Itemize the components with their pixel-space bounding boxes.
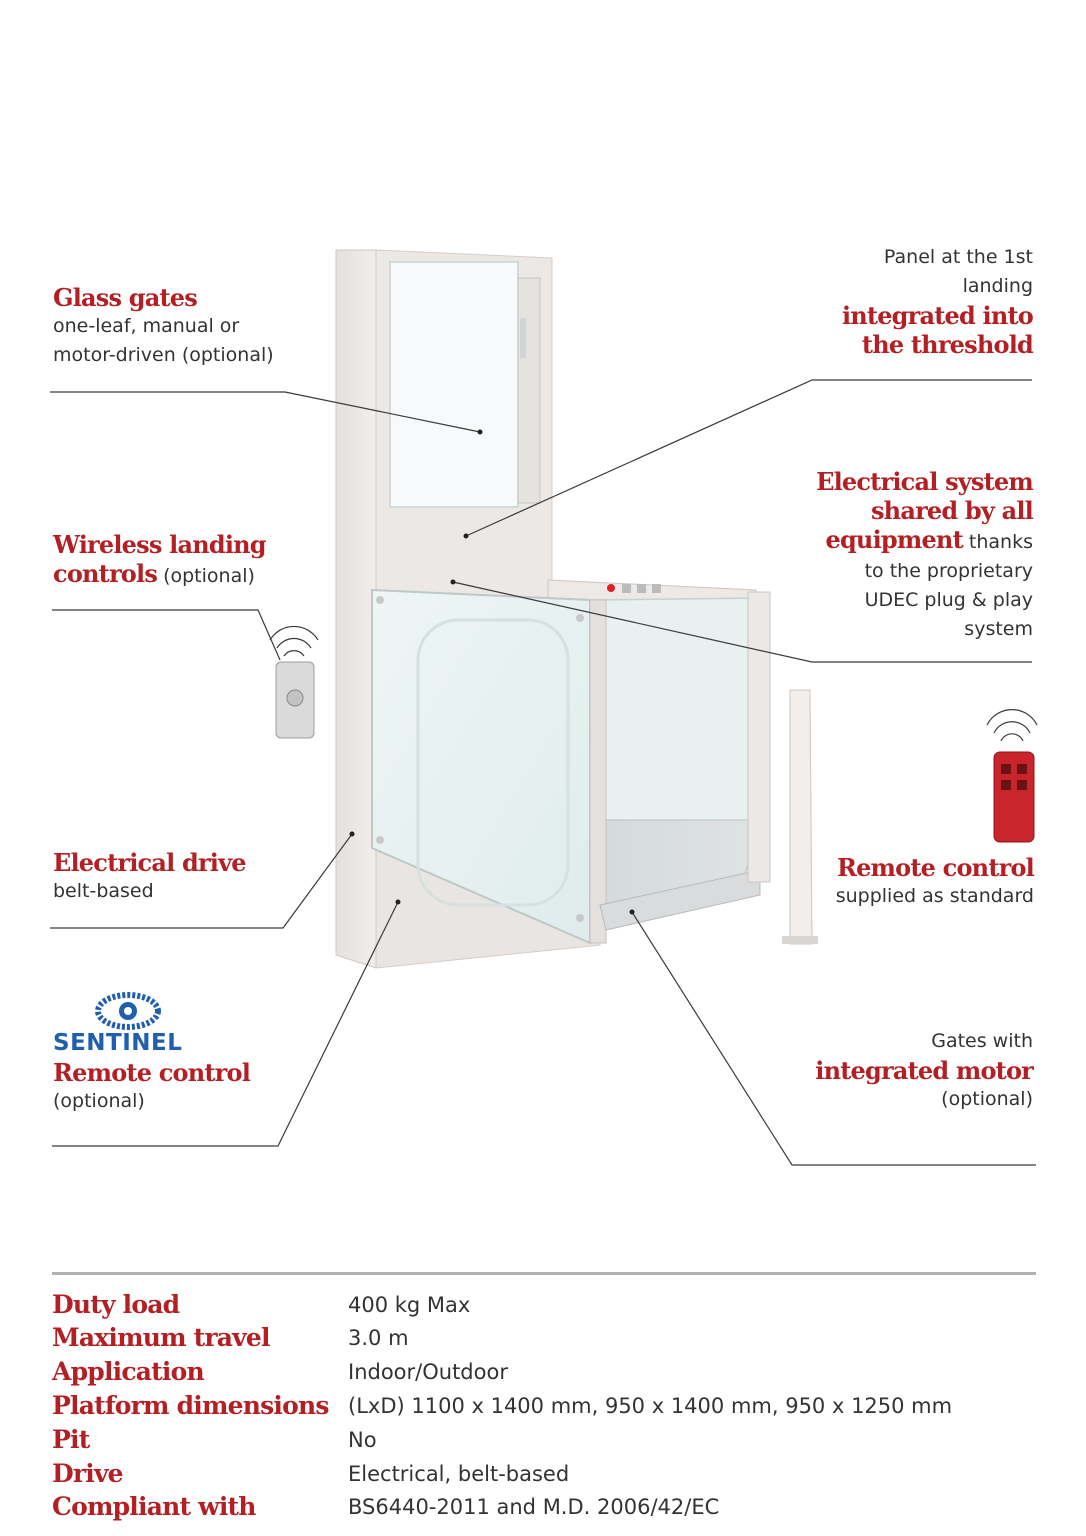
wireless-title1: Wireless landing [53,530,267,559]
callout-lines [50,379,1036,1166]
spec-value: Indoor/Outdoor [348,1360,508,1384]
wireless-title2: controls [53,559,158,588]
spec-key: Pit [52,1425,90,1454]
callout-wireless-controls: Wireless landing controls (optional) [53,530,267,591]
glass-gates-sub2: motor-driven (optional) [53,344,274,366]
spec-row: Platform dimensions (LxD) 1100 x 1400 mm… [52,1391,1052,1424]
sentinel-brand: SENTINEL [53,1030,183,1056]
callout-sentinel: SENTINEL Remote control (optional) [53,1030,251,1116]
gates-motor-pre: Gates with [931,1030,1033,1052]
callout-glass-gates: Glass gates one-leaf, manual or motor-dr… [53,283,274,370]
spec-key: Maximum travel [52,1323,271,1352]
spec-row: Drive Electrical, belt-based [52,1459,1052,1492]
spec-row: Compliant with BS6440-2011 and M.D. 2006… [52,1492,1052,1525]
sentinel-sub: (optional) [53,1090,145,1112]
esys-title1: Electrical system [816,467,1034,496]
red-remote-device [986,709,1038,843]
spec-divider [52,1272,1036,1275]
esys-title3: equipment [825,525,963,554]
spec-value: (LxD) 1100 x 1400 mm, 950 x 1400 mm, 950… [348,1394,953,1418]
spec-row: Maximum travel 3.0 m [52,1323,1052,1356]
wireless-control-device [269,625,319,739]
esys-title2: shared by all [870,496,1034,525]
panel-title1: integrated into [841,301,1034,330]
spec-key: Duty load [52,1290,180,1319]
spec-key: Compliant with [52,1492,256,1521]
cabin-glass [371,588,771,945]
upper-glass-gate [389,261,541,508]
electrical-drive-title: Electrical drive [53,848,247,877]
glass-gates-title: Glass gates [53,283,198,312]
spec-key: Application [52,1357,205,1386]
electrical-drive-sub: belt-based [53,880,154,902]
panel-pre2: landing [962,275,1033,297]
sentinel-title: Remote control [53,1058,251,1087]
spec-value: No [348,1428,377,1452]
glass-gates-sub1: one-leaf, manual or [53,315,240,337]
gates-motor-title: integrated motor [815,1056,1034,1085]
esys-tail: thanks [962,531,1033,553]
spec-row: Pit No [52,1425,1052,1458]
esys-sub1: to the proprietary [864,560,1033,582]
callout-gates-motor: Gates with integrated motor (optional) [733,1027,1034,1114]
esys-sub3: system [964,618,1033,640]
spec-row: Application Indoor/Outdoor [52,1357,1052,1390]
callout-electrical-drive: Electrical drive belt-based [53,848,247,906]
remote-sub: supplied as standard [835,885,1034,907]
callout-panel-threshold: Panel at the 1st landing integrated into… [773,243,1034,359]
callout-remote-control: Remote control supplied as standard [734,853,1035,911]
spec-value: Electrical, belt-based [348,1462,570,1486]
esys-sub2: UDEC plug & play [864,589,1033,611]
wireless-suffix: (optional) [157,565,255,587]
spec-key: Platform dimensions [52,1391,329,1420]
spec-value: 400 kg Max [348,1293,471,1317]
remote-title: Remote control [836,853,1035,882]
gates-motor-sub: (optional) [941,1088,1033,1110]
sentinel-eye-icon [95,992,161,1030]
spec-value: BS6440-2011 and M.D. 2006/42/EC [348,1495,720,1519]
panel-pre1: Panel at the 1st [883,246,1033,268]
panel-title2: the threshold [861,330,1034,359]
call-post [782,689,818,945]
spec-key: Drive [52,1459,124,1488]
spec-row: Duty load 400 kg Max [52,1290,1052,1323]
platform-lift-illustration [50,249,1038,1166]
spec-value: 3.0 m [348,1326,409,1350]
callout-electrical-system: Electrical system shared by all equipmen… [733,467,1034,644]
